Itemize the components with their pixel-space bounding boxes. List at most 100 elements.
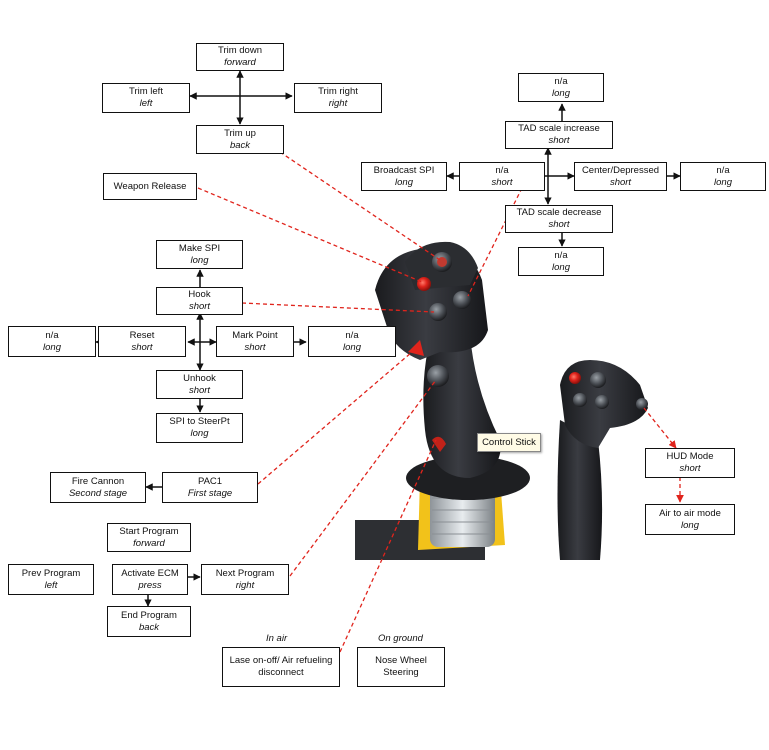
pac1-box: PAC1 First stage xyxy=(162,472,258,503)
pac1-sub: First stage xyxy=(187,487,233,499)
stick-rear-image xyxy=(557,360,648,560)
center-depressed-box: Center/Depressed short xyxy=(574,162,667,191)
trim-up-label: Trim up xyxy=(224,127,256,139)
make-spi-box: Make SPI long xyxy=(156,240,243,269)
stick-shaft xyxy=(423,335,501,478)
tad-center-na-box: n/a short xyxy=(459,162,545,191)
spi-to-steerpt-label: SPI to SteerPt xyxy=(169,416,230,427)
weapon-release-box: Weapon Release xyxy=(103,173,197,200)
make-spi-label: Make SPI xyxy=(178,242,221,254)
fire-cannon-label: Fire Cannon xyxy=(71,475,125,487)
control-stick-tooltip: Control Stick xyxy=(477,433,541,452)
trim-down-sub: forward xyxy=(224,57,256,68)
reset-na-label: n/a xyxy=(45,329,59,341)
reset-box: Reset short xyxy=(98,326,186,357)
mark-point-na-box: n/a long xyxy=(308,326,396,357)
pac1-label: PAC1 xyxy=(197,475,223,487)
tad-center-na-sub: short xyxy=(491,176,513,188)
in-air-label: In air xyxy=(266,633,288,644)
end-program-label: End Program xyxy=(121,609,177,621)
tad-right-na-box: n/a long xyxy=(680,162,766,191)
pac-trigger xyxy=(408,340,424,356)
mark-point-label: Mark Point xyxy=(232,329,278,341)
ecm-hat xyxy=(427,365,449,387)
unhook-sub: short xyxy=(188,384,211,396)
mark-point-na-label: n/a xyxy=(345,329,359,341)
start-program-sub: forward xyxy=(133,537,165,549)
tad-right-na-label: n/a xyxy=(716,164,730,176)
tad-scale-increase-sub: short xyxy=(548,135,570,146)
tad-hat xyxy=(453,291,471,309)
reset-sub: short xyxy=(131,341,153,353)
air-to-air-box: Air to air mode long xyxy=(645,504,735,535)
trim-left-sub: left xyxy=(139,98,153,109)
hook-box: Hook short xyxy=(156,287,243,315)
trim-right-sub: right xyxy=(328,98,348,109)
tad-scale-decrease-box: TAD scale decrease short xyxy=(505,205,613,233)
broadcast-spi-box: Broadcast SPI long xyxy=(361,162,447,191)
unhook-label: Unhook xyxy=(183,372,216,384)
end-program-sub: back xyxy=(138,621,160,633)
reset-label: Reset xyxy=(129,329,155,341)
start-program-box: Start Program forward xyxy=(107,523,191,552)
hud-mode-button xyxy=(636,398,648,410)
air-to-air-sub: long xyxy=(681,519,699,531)
trim-left-box: Trim left left xyxy=(102,83,190,113)
mark-point-na-sub: long xyxy=(343,341,361,353)
spi-to-steerpt-box: SPI to SteerPt long xyxy=(156,413,243,443)
prev-program-box: Prev Program left xyxy=(8,564,94,595)
tad-top-na-box: n/a long xyxy=(518,73,604,102)
unhook-box: Unhook short xyxy=(156,370,243,399)
nose-wheel-label: Nose Wheel Steering xyxy=(375,655,427,678)
hook-label: Hook xyxy=(188,289,211,300)
trim-down-label: Trim down xyxy=(218,45,262,56)
tad-bottom-na-label: n/a xyxy=(554,249,568,261)
fire-cannon-sub: Second stage xyxy=(68,487,128,499)
spi-to-steerpt-sub: long xyxy=(190,428,209,439)
mark-point-box: Mark Point short xyxy=(216,326,294,357)
control-stick-image xyxy=(355,241,530,560)
dms-hat xyxy=(429,303,447,321)
trim-left-label: Trim left xyxy=(129,86,163,97)
trim-right-box: Trim right right xyxy=(294,83,382,113)
hud-mode-box: HUD Mode short xyxy=(645,448,735,478)
lase-box: Lase on-off/ Air refueling disconnect xyxy=(222,647,340,687)
trim-up-box: Trim up back xyxy=(196,125,284,154)
hud-mode-label: HUD Mode xyxy=(666,451,714,462)
fire-cannon-box: Fire Cannon Second stage xyxy=(50,472,146,503)
next-program-sub: right xyxy=(235,579,255,591)
center-depressed-label: Center/Depressed xyxy=(581,164,660,176)
start-program-label: Start Program xyxy=(119,525,179,537)
next-program-box: Next Program right xyxy=(201,564,289,595)
broadcast-spi-sub: long xyxy=(395,176,413,188)
prev-program-label: Prev Program xyxy=(21,567,81,579)
next-program-label: Next Program xyxy=(215,567,275,579)
tad-center-na-label: n/a xyxy=(495,164,509,176)
activate-ecm-sub: press xyxy=(138,579,162,591)
trim-up-sub: back xyxy=(229,139,251,151)
air-to-air-label: Air to air mode xyxy=(659,507,721,519)
on-ground-label: On ground xyxy=(378,633,423,644)
prev-program-sub: left xyxy=(44,579,58,591)
leader-lines xyxy=(197,151,684,653)
tad-scale-decrease-label: TAD scale decrease xyxy=(516,207,602,218)
trim-down-box: Trim down forward xyxy=(196,43,284,71)
stick-collar xyxy=(430,485,495,547)
weapon-release-button xyxy=(417,277,431,291)
tad-scale-increase-box: TAD scale increase short xyxy=(505,121,613,149)
activate-ecm-box: Activate ECM press xyxy=(112,564,188,595)
tad-top-na-label: n/a xyxy=(554,75,568,87)
tad-bottom-na-sub: long xyxy=(552,261,570,273)
hook-sub: short xyxy=(188,301,211,312)
tad-bottom-na-box: n/a long xyxy=(518,247,604,276)
weapon-release-label: Weapon Release xyxy=(113,180,187,192)
broadcast-spi-label: Broadcast SPI xyxy=(373,164,435,176)
end-program-box: End Program back xyxy=(107,606,191,637)
tad-right-na-sub: long xyxy=(714,176,732,188)
lase-label: Lase on-off/ Air refueling disconnect xyxy=(229,655,333,678)
reset-na-sub: long xyxy=(43,341,61,353)
trim-right-label: Trim right xyxy=(318,86,358,97)
make-spi-sub: long xyxy=(190,254,209,266)
hud-mode-sub: short xyxy=(679,463,701,474)
nose-wheel-box: Nose Wheel Steering xyxy=(357,647,445,687)
